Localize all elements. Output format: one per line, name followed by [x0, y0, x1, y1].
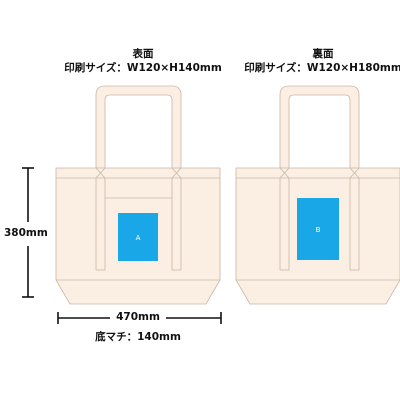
back-x-stitch-left	[279, 167, 290, 179]
gusset-dimension-label: 底マチ：140mm	[95, 331, 181, 343]
width-dimension	[57, 312, 222, 324]
back-title: 裏面	[312, 48, 334, 60]
front-print-area-label: A	[136, 234, 141, 242]
front-print-size: 印刷サイズ：W120×H140mm	[64, 62, 222, 74]
front-print-area	[118, 213, 158, 261]
back-bag: B	[235, 85, 400, 305]
front-title: 表面	[132, 48, 154, 60]
back-handle	[279, 85, 360, 176]
back-print-area-label: B	[316, 226, 321, 234]
front-x-stitch-left	[95, 167, 106, 179]
front-bag: A	[55, 85, 221, 305]
front-x-stitch-right	[171, 167, 182, 179]
back-print-area	[297, 198, 339, 260]
height-dimension-label: 380mm	[4, 227, 48, 239]
width-dimension-label: 470mm	[116, 311, 160, 323]
height-dimension	[22, 167, 34, 298]
front-handle	[95, 85, 182, 176]
back-x-stitch-right	[349, 167, 360, 179]
back-print-size: 印刷サイズ：W120×H180mm	[244, 62, 400, 74]
